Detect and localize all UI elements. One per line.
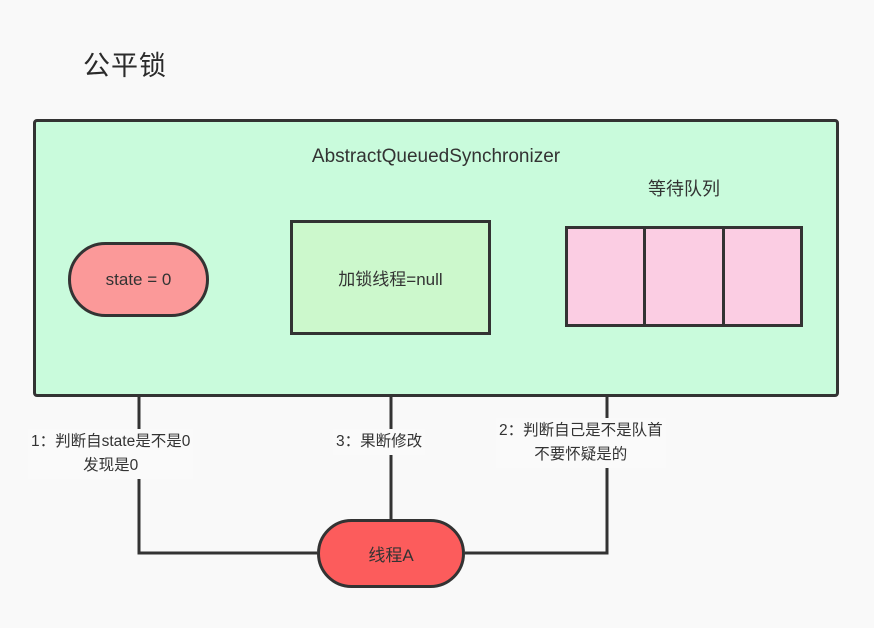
lock-thread-box[interactable]: 加锁线程=null xyxy=(290,220,491,335)
edge-label-step2: 2：判断自己是不是队首 不要怀疑是的 xyxy=(496,418,666,469)
state-node-label: state = 0 xyxy=(105,269,172,289)
waiting-queue xyxy=(565,226,803,327)
queue-cell[interactable] xyxy=(568,229,643,324)
aqs-title: AbstractQueuedSynchronizer xyxy=(311,146,561,167)
state-node[interactable]: state = 0 xyxy=(68,242,209,317)
edge-label-step3: 3：果断修改 xyxy=(333,429,426,456)
waiting-queue-label: 等待队列 xyxy=(648,179,720,199)
thread-a-node[interactable]: 线程A xyxy=(317,519,465,588)
lock-thread-label: 加锁线程=null xyxy=(338,270,443,289)
edge-label-step1: 1：判断自state是不是0 发现是0 xyxy=(28,429,194,480)
thread-a-label: 线程A xyxy=(368,546,414,565)
page-title: 公平锁 xyxy=(83,51,167,81)
queue-cell[interactable] xyxy=(643,229,721,324)
queue-cell[interactable] xyxy=(721,229,800,324)
